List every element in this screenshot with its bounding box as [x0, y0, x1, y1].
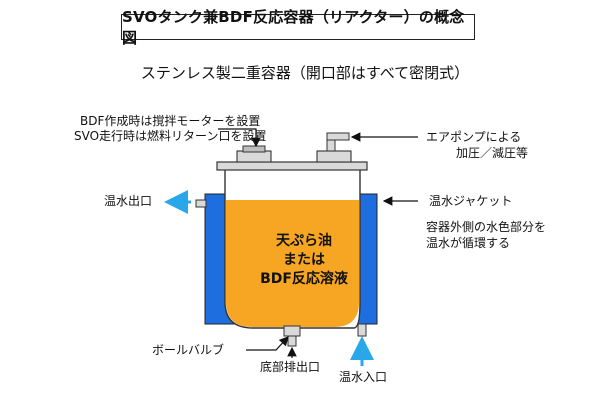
- air-pump-label-line1: エアポンプによる: [426, 130, 522, 144]
- hot-water-inlet-nozzle: [357, 323, 367, 337]
- diagram-subtitle: ステンレス製二重容器（開口部はすべて密閉式）: [140, 64, 470, 82]
- vessel-lid: [216, 161, 368, 171]
- stirrer-note-line2: SVO走行時は燃料リターン口を設置: [74, 129, 267, 143]
- hot-water-in-label: 温水入口: [339, 370, 388, 384]
- stirrer-leader-arrow: [218, 128, 261, 148]
- contents-line2: または: [283, 252, 325, 268]
- ball-valve-label: ボールバルブ: [152, 343, 225, 357]
- stirrer-note-line1: BDF作成時は撹拌モーターを設置: [80, 114, 261, 128]
- bottom-drain-label: 底部排出口: [260, 360, 321, 374]
- contents-line1: 天ぷら油: [276, 233, 332, 249]
- ball-valve-leader-arrow: [246, 336, 289, 351]
- hot-water-out-label: 温水出口: [104, 194, 153, 208]
- liquid-contents: [226, 200, 359, 327]
- contents-line3: BDF反応溶液: [260, 271, 348, 287]
- stirrer-port: [236, 150, 272, 163]
- hot-water-outlet-nozzle: [195, 199, 207, 208]
- hot-water-jacket-label: 温水ジャケット: [429, 194, 513, 208]
- tank-contents-label: 天ぷら油 または BDF反応溶液: [248, 232, 360, 289]
- circulation-note-line1: 容器外側の水色部分を: [426, 220, 547, 234]
- circulation-note-line2: 温水が循環する: [426, 236, 511, 250]
- air-pump-port: [316, 150, 352, 163]
- air-pump-label-line2: 加圧／減圧等: [456, 146, 529, 160]
- ball-valve: [283, 325, 301, 337]
